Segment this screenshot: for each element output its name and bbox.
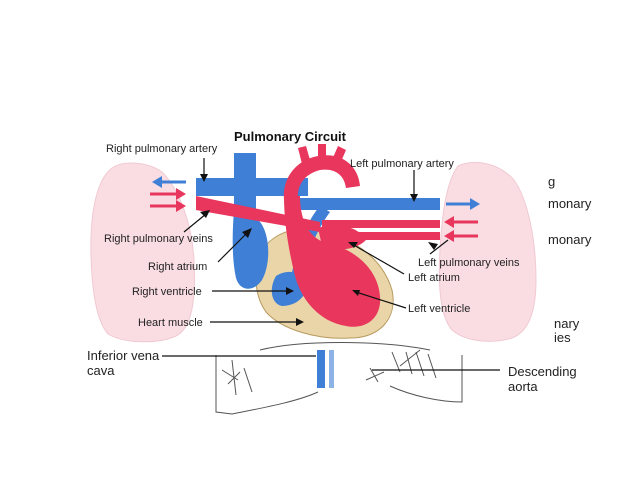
diagram-title: Pulmonary Circuit [234,129,347,144]
inferior-vena-cava [317,350,325,388]
cutoff-text-1: g [548,174,555,189]
label-left-ventricle: Left ventricle [408,303,470,315]
label-heart-muscle: Heart muscle [138,317,203,329]
label-inferior-vena-cava-line1: Inferior vena [87,348,160,363]
left-lung [438,162,537,342]
label-right-pulmonary-veins: Right pulmonary veins [104,233,213,245]
cutoff-text-3: monary [548,232,592,247]
label-descending-aorta-line1: Descending [508,364,577,379]
aortic-arch [283,155,360,202]
label-left-atrium: Left atrium [408,272,460,284]
leader-lines [162,158,500,371]
label-right-atrium: Right atrium [148,261,207,273]
left-pulmonary-veins-vessel-1 [322,220,440,228]
label-right-ventricle: Right ventricle [132,286,202,298]
label-left-pulmonary-artery: Left pulmonary artery [350,158,454,170]
aortic-branches [298,144,346,164]
label-descending-aorta-line2: aorta [508,379,538,394]
right-pulmonary-artery-vessel [196,178,308,196]
right-lung [90,162,195,343]
thorax-outline [215,342,463,415]
right-pulmonary-veins-vessel [196,196,320,232]
descending-aorta-lower [329,350,334,388]
cutoff-text-4: nary [554,316,580,331]
cutoff-text-5: ies [554,330,571,345]
left-pulmonary-artery-vessel [296,198,440,210]
left-pulmonary-veins-vessel-2 [322,232,440,240]
flow-arrows [150,176,480,242]
label-right-pulmonary-artery: Right pulmonary artery [106,143,218,155]
label-left-pulmonary-veins: Left pulmonary veins [418,257,520,269]
cutoff-text-2: monary [548,196,592,211]
label-inferior-vena-cava-line2: cava [87,363,115,378]
